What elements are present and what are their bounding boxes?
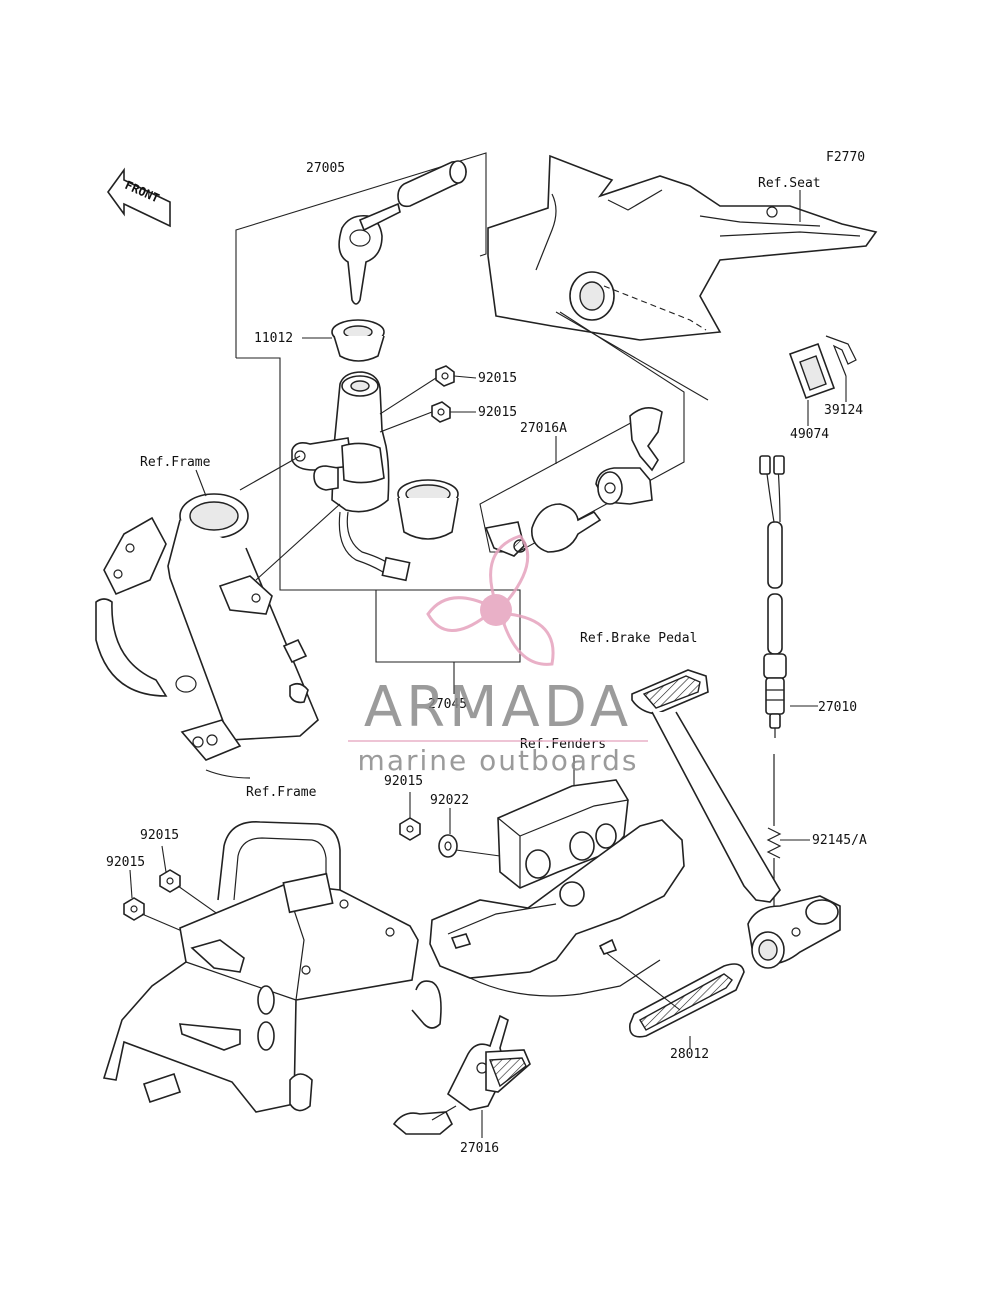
lock-27016 [392,1014,531,1135]
ignition-keys [338,202,401,305]
label-92022: 92022 [430,793,469,808]
watermark: ARMADA marine outboards [348,534,648,777]
label-27016a: 27016A [520,421,567,436]
nut-92015-d [159,869,181,893]
lower-frame [102,821,442,1113]
label-92015-a: 92015 [478,371,517,386]
nut-92015-a [435,365,455,387]
label-ref-brake-pedal: Ref.Brake Pedal [580,631,697,646]
label-27045: 27045 [428,697,467,712]
steering-frame [95,493,319,779]
watermark-brand: ARMADA [364,675,632,740]
label-92015-c: 92015 [384,774,423,789]
nut-92015-e [123,897,145,921]
label-49074: 49074 [790,427,829,442]
figure-code: F2770 [826,150,865,165]
bracket-27005 [235,152,521,694]
lock-set-27016a [479,311,709,557]
label-27010: 27010 [818,700,857,715]
label-ref-frame-top: Ref.Frame [140,455,211,470]
propeller-logo-icon [426,534,555,666]
washer-92022 [438,834,458,858]
label-92015-e: 92015 [106,855,145,870]
label-39124: 39124 [824,403,863,418]
footrest-28012 [629,963,745,1038]
brake-pedal [631,669,841,969]
label-ref-seat: Ref.Seat [758,176,821,191]
label-27005: 27005 [306,161,345,176]
nut-92015-c [399,817,421,841]
nut-92015-b [431,401,451,423]
label-92015-d: 92015 [140,828,179,843]
ignition-switch [291,371,411,582]
seat [487,154,878,341]
label-ref-frame-bottom: Ref.Frame [246,785,317,800]
label-11012: 11012 [254,331,293,346]
label-92015-b: 92015 [478,405,517,420]
cap-11012 [331,319,385,362]
switch-cover [397,479,459,540]
brake-switch-27010 [759,455,787,738]
front-arrow-icon: FRONT [107,167,171,228]
pad-49074 [788,342,836,400]
fender-bracket [429,779,685,997]
label-28012: 28012 [670,1047,709,1062]
label-92145a: 92145/A [812,833,867,848]
watermark-tagline: marine outboards [358,744,639,777]
key-tube [397,160,467,208]
clip-39124 [825,335,857,377]
label-27016: 27016 [460,1141,499,1156]
